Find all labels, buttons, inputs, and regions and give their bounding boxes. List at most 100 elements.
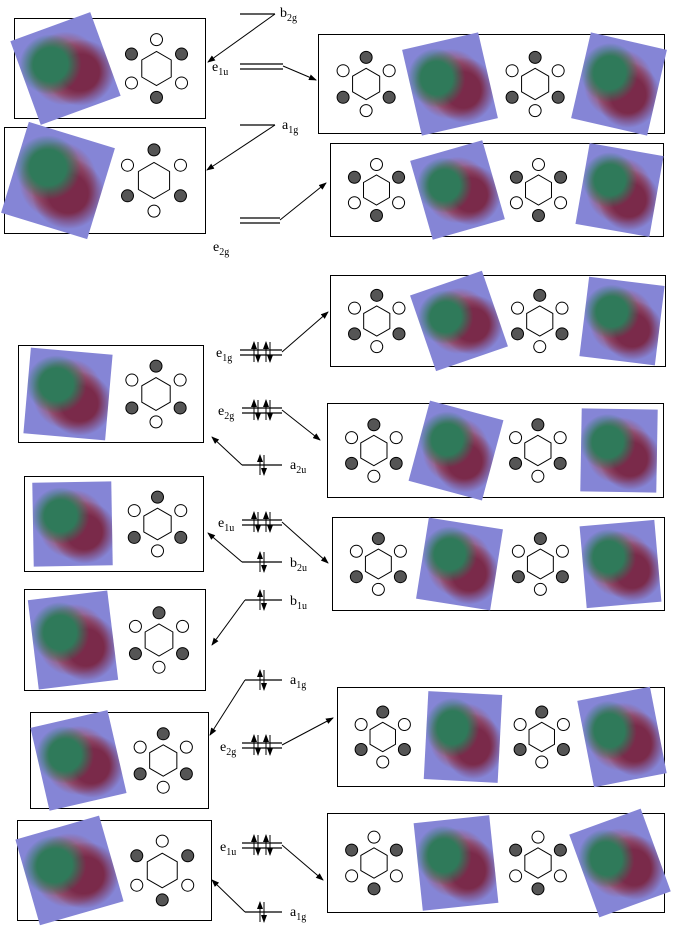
p-orbital-lobe [179,767,193,781]
p-orbital-lobe [511,301,525,315]
orbital-lobe-drawing [354,705,411,769]
orbital-lobe-drawing [348,288,406,354]
ring [526,548,554,580]
symmetry-letter: a [290,905,297,920]
p-orbital-lobe [347,196,361,210]
orbital-box-7 [24,476,204,572]
p-orbital-lobe [535,755,549,769]
p-orbital-lobe [336,90,350,104]
p-orbital-lobe [127,504,141,518]
orbital-lobe-drawing [124,33,189,104]
orbital-lobe-drawing [127,490,188,558]
p-orbital-lobe [370,340,384,354]
p-orbital-lobe [174,530,188,544]
orbital-box-11 [30,710,209,811]
p-orbital-lobe [345,869,359,883]
p-orbital-lobe [345,843,359,857]
p-orbital-lobe [553,869,567,883]
p-orbital-lobe [389,869,403,883]
p-orbital-lobe [155,893,169,907]
ring [526,305,554,337]
p-orbital-lobe [554,170,568,184]
ring [137,161,171,200]
level-label-2: e1u [212,60,228,78]
symmetry-subscript: 1g [296,911,307,923]
p-orbital-lobe [180,878,194,892]
orbital-lobe-drawing [349,532,407,596]
symmetry-letter: e [220,840,227,855]
p-orbital-lobe [528,104,542,118]
p-orbital-lobe [147,204,161,218]
p-orbital-lobe [125,373,139,387]
energy-level-12 [242,834,324,881]
pointer-arrow [281,844,324,881]
p-orbital-lobe [345,456,359,470]
ring [363,305,391,337]
orbital-lobe-drawing [509,830,567,896]
p-orbital-lobe [556,742,570,756]
orbital-box-12 [15,815,212,926]
p-orbital-lobe [156,780,170,794]
symmetry-letter: b [290,556,297,571]
symmetry-subscript: 2g [219,246,230,258]
p-orbital-lobe [389,843,403,857]
p-orbital-lobe [149,415,163,429]
p-orbital-lobe [174,504,188,518]
p-orbital-lobe [125,401,139,415]
p-orbital-lobe [555,301,569,315]
p-orbital-lobe [513,718,527,732]
pointer-arrow [207,13,276,63]
symmetry-subscript: 2g [226,746,237,758]
p-orbital-lobe [513,742,527,756]
energy-level-7 [242,511,329,564]
p-orbital-lobe [149,359,163,373]
symmetry-subscript: 2g [287,12,297,24]
level-label-13: a1g [290,905,306,923]
symmetry-letter: a [290,673,297,688]
p-orbital-lobe [370,158,383,171]
p-orbital-lobe [176,619,190,633]
p-orbital-lobe [336,64,350,78]
p-orbital-lobe [354,742,368,756]
lobe-drawing [341,523,416,605]
pointer-arrow [281,717,334,746]
p-orbital-lobe [129,849,143,863]
ring [363,174,390,206]
p-orbital-lobe [120,158,134,172]
energy-level-11 [242,717,334,756]
p-orbital-lobe [152,660,166,674]
p-orbital-lobe [174,189,188,203]
p-orbital-lobe [150,33,163,47]
lobe-drawing [119,826,206,915]
level-label-9: b1u [290,594,307,612]
p-orbital-lobe [530,418,544,432]
ring [369,721,396,753]
level-label-7: e1u [218,516,234,534]
p-orbital-lobe [371,532,385,546]
symmetry-subscript: 1g [222,352,233,364]
p-orbital-lobe [156,727,170,741]
symmetry-subscript: 1u [297,600,307,612]
ring [520,67,549,101]
ring [143,507,172,541]
orbital-lobe-drawing [345,418,403,483]
pointer-arrow [206,124,276,171]
p-orbital-lobe [367,469,381,483]
p-orbital-lobe [370,288,384,302]
pointer-arrow [207,532,243,563]
p-orbital-lobe [508,431,522,445]
ring [148,744,177,777]
orbital-box-1 [1,121,206,240]
energy-level-1 [207,13,276,63]
p-orbital-lobe [367,418,381,432]
p-orbital-lobe [347,170,361,184]
lobe-drawing [496,40,574,128]
p-orbital-lobe [392,170,406,184]
p-orbital-lobe [532,158,545,171]
pointer-arrow [211,599,246,646]
orbital-box-13 [327,808,671,918]
p-orbital-lobe [508,456,522,470]
pointer-arrow [211,879,246,913]
orbital-box-2 [318,32,667,136]
p-orbital-lobe [129,878,143,892]
